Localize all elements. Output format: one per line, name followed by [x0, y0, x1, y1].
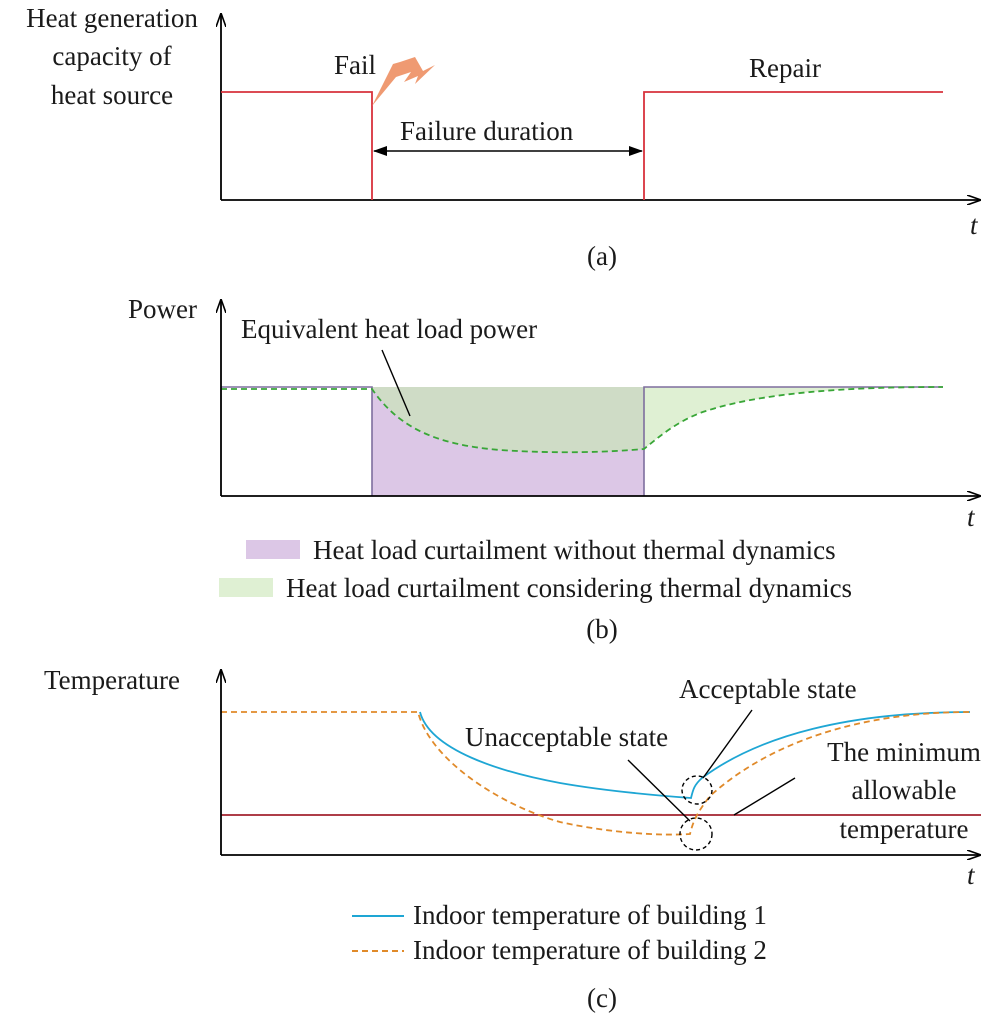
- acceptable-state-pointer: [702, 709, 753, 779]
- panel-a-caption: (a): [587, 241, 617, 271]
- lightning-icon: [372, 57, 435, 106]
- failure-duration-label: Failure duration: [400, 116, 574, 146]
- curtailment-considering-dynamics-area: [644, 387, 943, 449]
- min-temp-pointer: [733, 777, 796, 816]
- panel-b-x-label: t: [967, 502, 976, 532]
- panel-c: Temperature t Acceptable state Unaccepta…: [44, 665, 981, 1013]
- unacceptable-state-pointer: [627, 759, 691, 822]
- power-line: [221, 386, 943, 496]
- building-2-temperature-curve: [221, 711, 971, 836]
- equivalent-heat-load-pointer: [381, 349, 411, 417]
- building-1-temperature-curve: [419, 711, 971, 799]
- equivalent-heat-load-dashed: [221, 386, 944, 454]
- legend-c-label-2: Indoor temperature of building 2: [413, 935, 767, 965]
- unacceptable-state-label: Unacceptable state: [465, 722, 668, 752]
- panel-b-caption: (b): [586, 614, 617, 644]
- panel-b-y-label: Power: [128, 294, 197, 324]
- panel-b: Power t Equivalent heat load power Heat …: [128, 294, 980, 644]
- curtailment-overlap-area: [372, 387, 644, 453]
- min-temp-label-1: The minimum: [827, 737, 981, 767]
- acceptable-state-circle: [681, 775, 713, 805]
- equivalent-heat-load-label: Equivalent heat load power: [241, 314, 537, 344]
- panel-a-y-label-1: Heat generation: [26, 3, 198, 33]
- panel-c-x-label: t: [967, 860, 976, 890]
- min-temp-label-3: temperature: [840, 814, 969, 844]
- panel-a-y-label-3: heat source: [51, 80, 173, 110]
- legend-b-label-2: Heat load curtailment considering therma…: [286, 573, 852, 603]
- heat-source-capacity-line: [221, 91, 943, 200]
- panel-a: Heat generation capacity of heat source …: [26, 3, 980, 271]
- unacceptable-state-circle: [679, 817, 713, 851]
- legend-b-swatch-1: [246, 540, 300, 559]
- panel-a-y-label-2: capacity of: [52, 41, 171, 71]
- acceptable-state-label: Acceptable state: [679, 674, 857, 704]
- fail-label: Fail: [334, 50, 376, 80]
- legend-b-label-1: Heat load curtailment without thermal dy…: [313, 535, 836, 565]
- min-temp-label-2: allowable: [852, 775, 957, 805]
- panel-c-caption: (c): [587, 983, 617, 1013]
- panel-a-x-label: t: [970, 210, 979, 240]
- panel-c-y-label: Temperature: [44, 665, 180, 695]
- repair-label: Repair: [749, 53, 821, 83]
- legend-c-label-1: Indoor temperature of building 1: [413, 900, 767, 930]
- legend-b-swatch-2: [219, 578, 273, 597]
